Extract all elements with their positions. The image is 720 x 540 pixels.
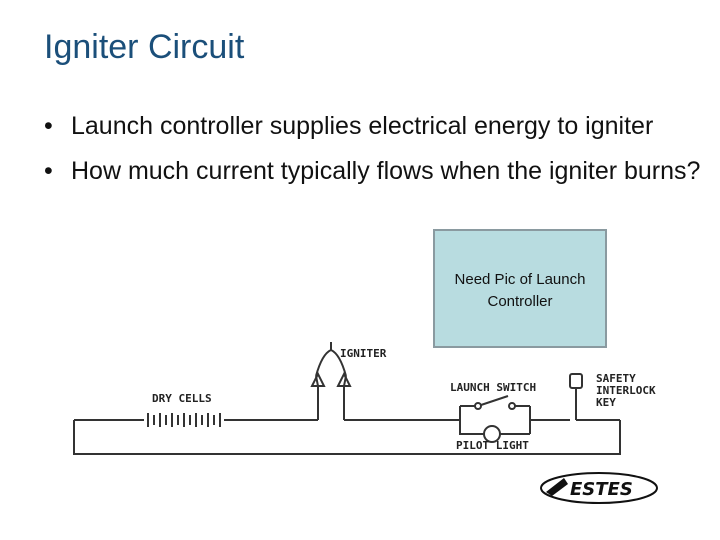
placeholder-line: Need Pic of Launch — [454, 271, 586, 288]
logo-text: ESTES — [570, 479, 633, 500]
page-title: Igniter Circuit — [44, 28, 245, 66]
circuit-diagram: DRY CELLS IGNITER LAUNCH SWITCH PILOT LI… — [73, 342, 656, 455]
safety-key-head — [569, 373, 583, 389]
estes-logo: ESTES — [540, 472, 658, 504]
switch-lever — [480, 395, 509, 406]
igniter-label: IGNITER — [340, 347, 387, 360]
bullet-item: • Launch controller supplies electrical … — [44, 108, 704, 144]
bullet-text: How much current typically flows when th… — [71, 157, 701, 185]
dry-cells-label: DRY CELLS — [152, 392, 212, 405]
image-placeholder: Need Pic of Launch Controller — [433, 229, 607, 348]
pilot-light-label: PILOT LIGHT — [456, 439, 529, 452]
bullet-list: • Launch controller supplies electrical … — [44, 108, 704, 198]
launch-switch-label: LAUNCH SWITCH — [450, 381, 536, 394]
circuit-wire — [73, 420, 621, 455]
safety-label: SAFETY — [596, 372, 636, 385]
switch-contact — [508, 402, 516, 410]
placeholder-line: Controller — [487, 293, 553, 310]
clip-left — [310, 371, 326, 387]
bullet-item: • How much current typically flows when … — [44, 153, 704, 189]
circuit-wire — [450, 419, 470, 435]
igniter-lead — [315, 375, 319, 420]
clip-right — [336, 371, 352, 387]
switch-contact — [474, 402, 482, 410]
safety-label: KEY — [596, 396, 616, 409]
battery-symbol — [147, 413, 221, 427]
bullet-dot: • — [44, 112, 53, 140]
safety-label: INTERLOCK — [596, 384, 656, 397]
bullet-text: Launch controller supplies electrical en… — [71, 112, 654, 140]
bullet-dot: • — [44, 157, 53, 185]
igniter-lead — [343, 375, 347, 420]
